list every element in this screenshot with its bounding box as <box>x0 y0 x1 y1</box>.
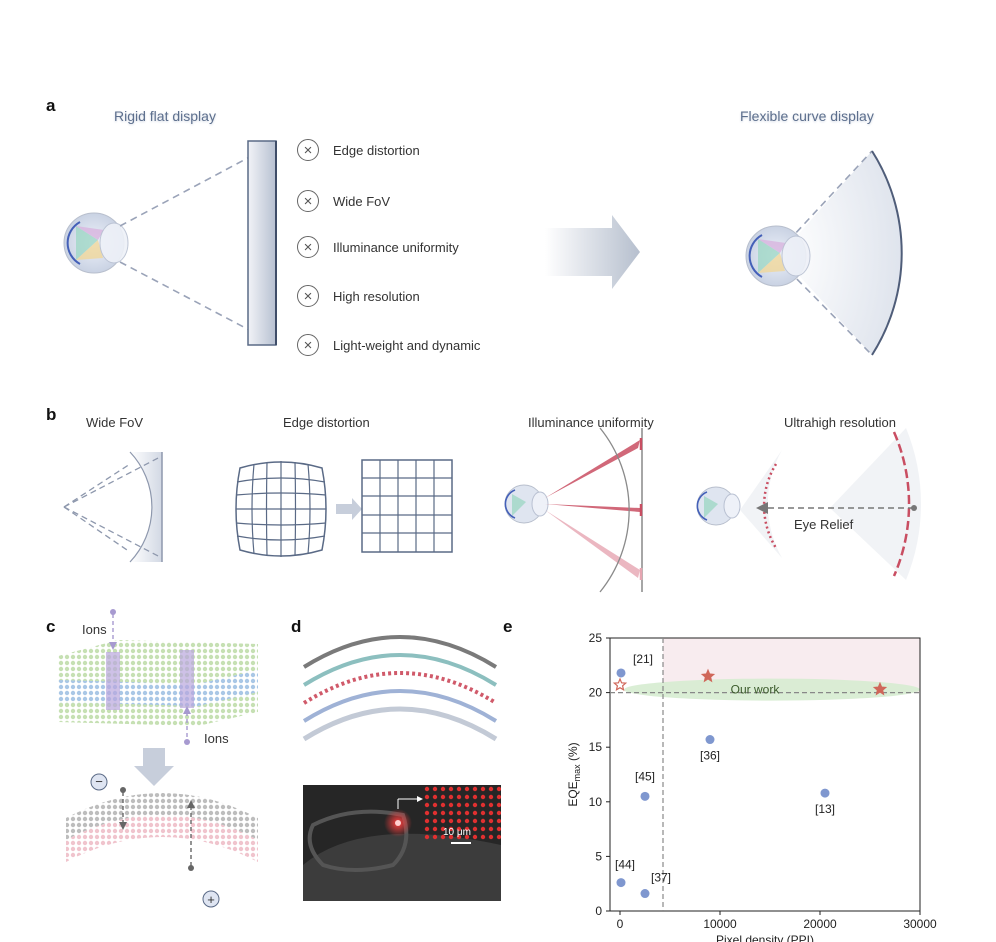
issue-item: × Light-weight and dynamic <box>297 334 480 356</box>
literature-point <box>616 668 626 678</box>
y-tick-label: 0 <box>595 904 602 918</box>
scale-bar-label: 10 μm <box>443 827 471 838</box>
literature-point <box>640 889 650 899</box>
issue-label: Illuminance uniformity <box>333 239 459 255</box>
issue-item: × Edge distortion <box>297 139 420 161</box>
y-tick-label: 25 <box>589 631 603 645</box>
our-work-star <box>872 681 888 696</box>
down-arrow <box>134 748 174 786</box>
y-tick-label: 15 <box>589 740 603 754</box>
curved-bilayer-bottom <box>66 815 258 862</box>
x-tick-label: 10000 <box>703 917 737 931</box>
grid-arrow <box>336 498 362 520</box>
x-tick-label: 20000 <box>803 917 837 931</box>
x-axis-label: Pixel density (PPI) <box>716 933 814 942</box>
edge-distortion-title: Edge distortion <box>283 415 370 430</box>
plot-frame <box>609 637 921 912</box>
literature-point <box>705 735 715 745</box>
flexible-curve-display-title: Flexible curve display <box>740 108 874 124</box>
panel-a-graphic <box>63 140 903 356</box>
x-tick-label: 0 <box>617 917 624 931</box>
circle-x-icon: × <box>297 334 319 356</box>
illuminance-diagram <box>504 427 643 593</box>
transition-arrow <box>545 215 640 289</box>
literature-point <box>640 791 650 801</box>
curved-screen-fan <box>780 151 902 355</box>
eye-icon <box>63 212 129 274</box>
illuminance-uniformity-title: Illuminance uniformity <box>528 415 654 430</box>
our-work-star <box>700 668 716 683</box>
issue-label: Wide FoV <box>333 193 391 209</box>
regular-grid <box>361 459 453 553</box>
our-work-star <box>612 677 628 692</box>
panel-d-layers <box>302 635 498 742</box>
issue-label: Light-weight and dynamic <box>333 337 481 353</box>
panel-b-graphic <box>63 427 922 593</box>
point-label: [21] <box>633 652 653 666</box>
circle-x-icon: × <box>297 285 319 307</box>
eye-icon <box>745 225 811 287</box>
ultrahigh-resolution-title: Ultrahigh resolution <box>784 415 897 430</box>
circle-x-icon: × <box>297 236 319 258</box>
eye-relief-label: Eye Relief <box>794 517 854 532</box>
circle-x-icon: × <box>297 190 319 212</box>
y-axis-label: EQEmax (%) <box>566 742 582 806</box>
panel-c-letter: c <box>46 617 56 636</box>
minus-symbol: − <box>95 774 103 789</box>
our-work-label: Our work <box>731 683 781 697</box>
point-label: [37] <box>651 871 671 885</box>
panel-d-letter: d <box>291 617 302 636</box>
point-label: [45] <box>635 769 655 783</box>
y-tick-label: 10 <box>589 795 603 809</box>
ions-bottom-label: Ions <box>204 731 229 746</box>
resolution-diagram <box>696 428 922 580</box>
panel-a-letter: a <box>46 96 56 115</box>
issue-item: × High resolution <box>297 285 420 307</box>
device-photo: 10 μm <box>303 785 501 901</box>
panel-c-graphic: − + <box>58 609 258 908</box>
membrane-layers <box>58 640 258 726</box>
wide-fov-title: Wide FoV <box>86 415 144 430</box>
issue-item: × Illuminance uniformity <box>297 236 459 258</box>
y-tick-label: 5 <box>595 849 602 863</box>
distorted-grid <box>235 461 327 557</box>
our-work-band <box>624 678 920 701</box>
literature-point <box>820 788 830 798</box>
issue-label: High resolution <box>333 288 420 304</box>
minus-sign <box>90 773 108 791</box>
circle-x-icon: × <box>297 139 319 161</box>
y-tick-label: 20 <box>589 686 603 700</box>
plus-sign <box>202 890 220 908</box>
ions-top-label: Ions <box>82 622 107 637</box>
rigid-flat-display-title: Rigid flat display <box>114 108 216 124</box>
wide-fov-diagram <box>63 451 163 563</box>
x-tick-label: 30000 <box>903 917 937 931</box>
issue-item: × Wide FoV <box>297 190 390 212</box>
point-label: [44] <box>615 858 635 872</box>
plus-symbol: + <box>207 892 215 907</box>
flat-screen <box>247 140 277 346</box>
panel-e-letter: e <box>503 617 513 636</box>
point-label: [13] <box>815 802 835 816</box>
point-label: [36] <box>700 749 720 763</box>
panel-b-letter: b <box>46 405 57 424</box>
literature-point <box>616 878 626 888</box>
issue-label: Edge distortion <box>333 142 420 158</box>
curved-bilayer-top <box>66 793 258 840</box>
